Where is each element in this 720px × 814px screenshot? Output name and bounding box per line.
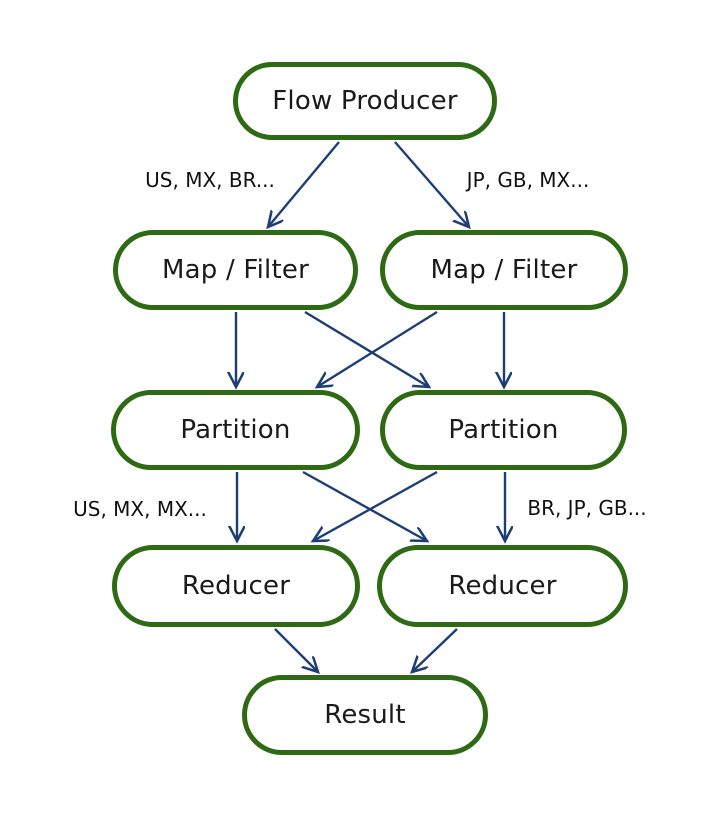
edge-flow-producer-to-map-filter-right bbox=[394, 141, 469, 227]
edge-map-filter-right-to-partition-left bbox=[317, 310, 438, 387]
edge-reducer-right-to-result bbox=[412, 628, 458, 672]
node-reducer-left: Reducer bbox=[112, 545, 360, 627]
node-label: Partition bbox=[448, 415, 559, 445]
node-label: Partition bbox=[180, 415, 291, 445]
node-result: Result bbox=[242, 675, 488, 755]
node-label: Reducer bbox=[448, 571, 557, 601]
edge-label-jp-gb-mx: JP, GB, MX... bbox=[466, 168, 590, 192]
edge-flow-producer-to-map-filter-left bbox=[268, 141, 340, 227]
node-reducer-right: Reducer bbox=[377, 545, 628, 627]
edge-partition-right-to-reducer-left bbox=[313, 470, 438, 541]
node-partition-right: Partition bbox=[380, 390, 627, 470]
edge-label-us-mx-mx: US, MX, MX... bbox=[73, 497, 207, 521]
node-label: Map / Filter bbox=[162, 255, 309, 285]
node-partition-left: Partition bbox=[111, 390, 360, 470]
node-label: Flow Producer bbox=[272, 86, 458, 116]
edge-partition-left-to-reducer-right bbox=[302, 470, 427, 541]
edge-label-us-mx-br: US, MX, BR... bbox=[145, 168, 275, 192]
edge-map-filter-left-to-partition-right bbox=[304, 310, 429, 387]
node-map-filter-left: Map / Filter bbox=[113, 230, 358, 310]
edge-reducer-left-to-result bbox=[274, 628, 318, 672]
node-flow-producer: Flow Producer bbox=[233, 62, 497, 140]
node-label: Result bbox=[324, 700, 406, 730]
node-map-filter-right: Map / Filter bbox=[380, 230, 628, 310]
edge-label-br-jp-gb: BR, JP, GB... bbox=[527, 496, 647, 520]
node-label: Map / Filter bbox=[430, 255, 578, 285]
node-label: Reducer bbox=[181, 571, 291, 601]
